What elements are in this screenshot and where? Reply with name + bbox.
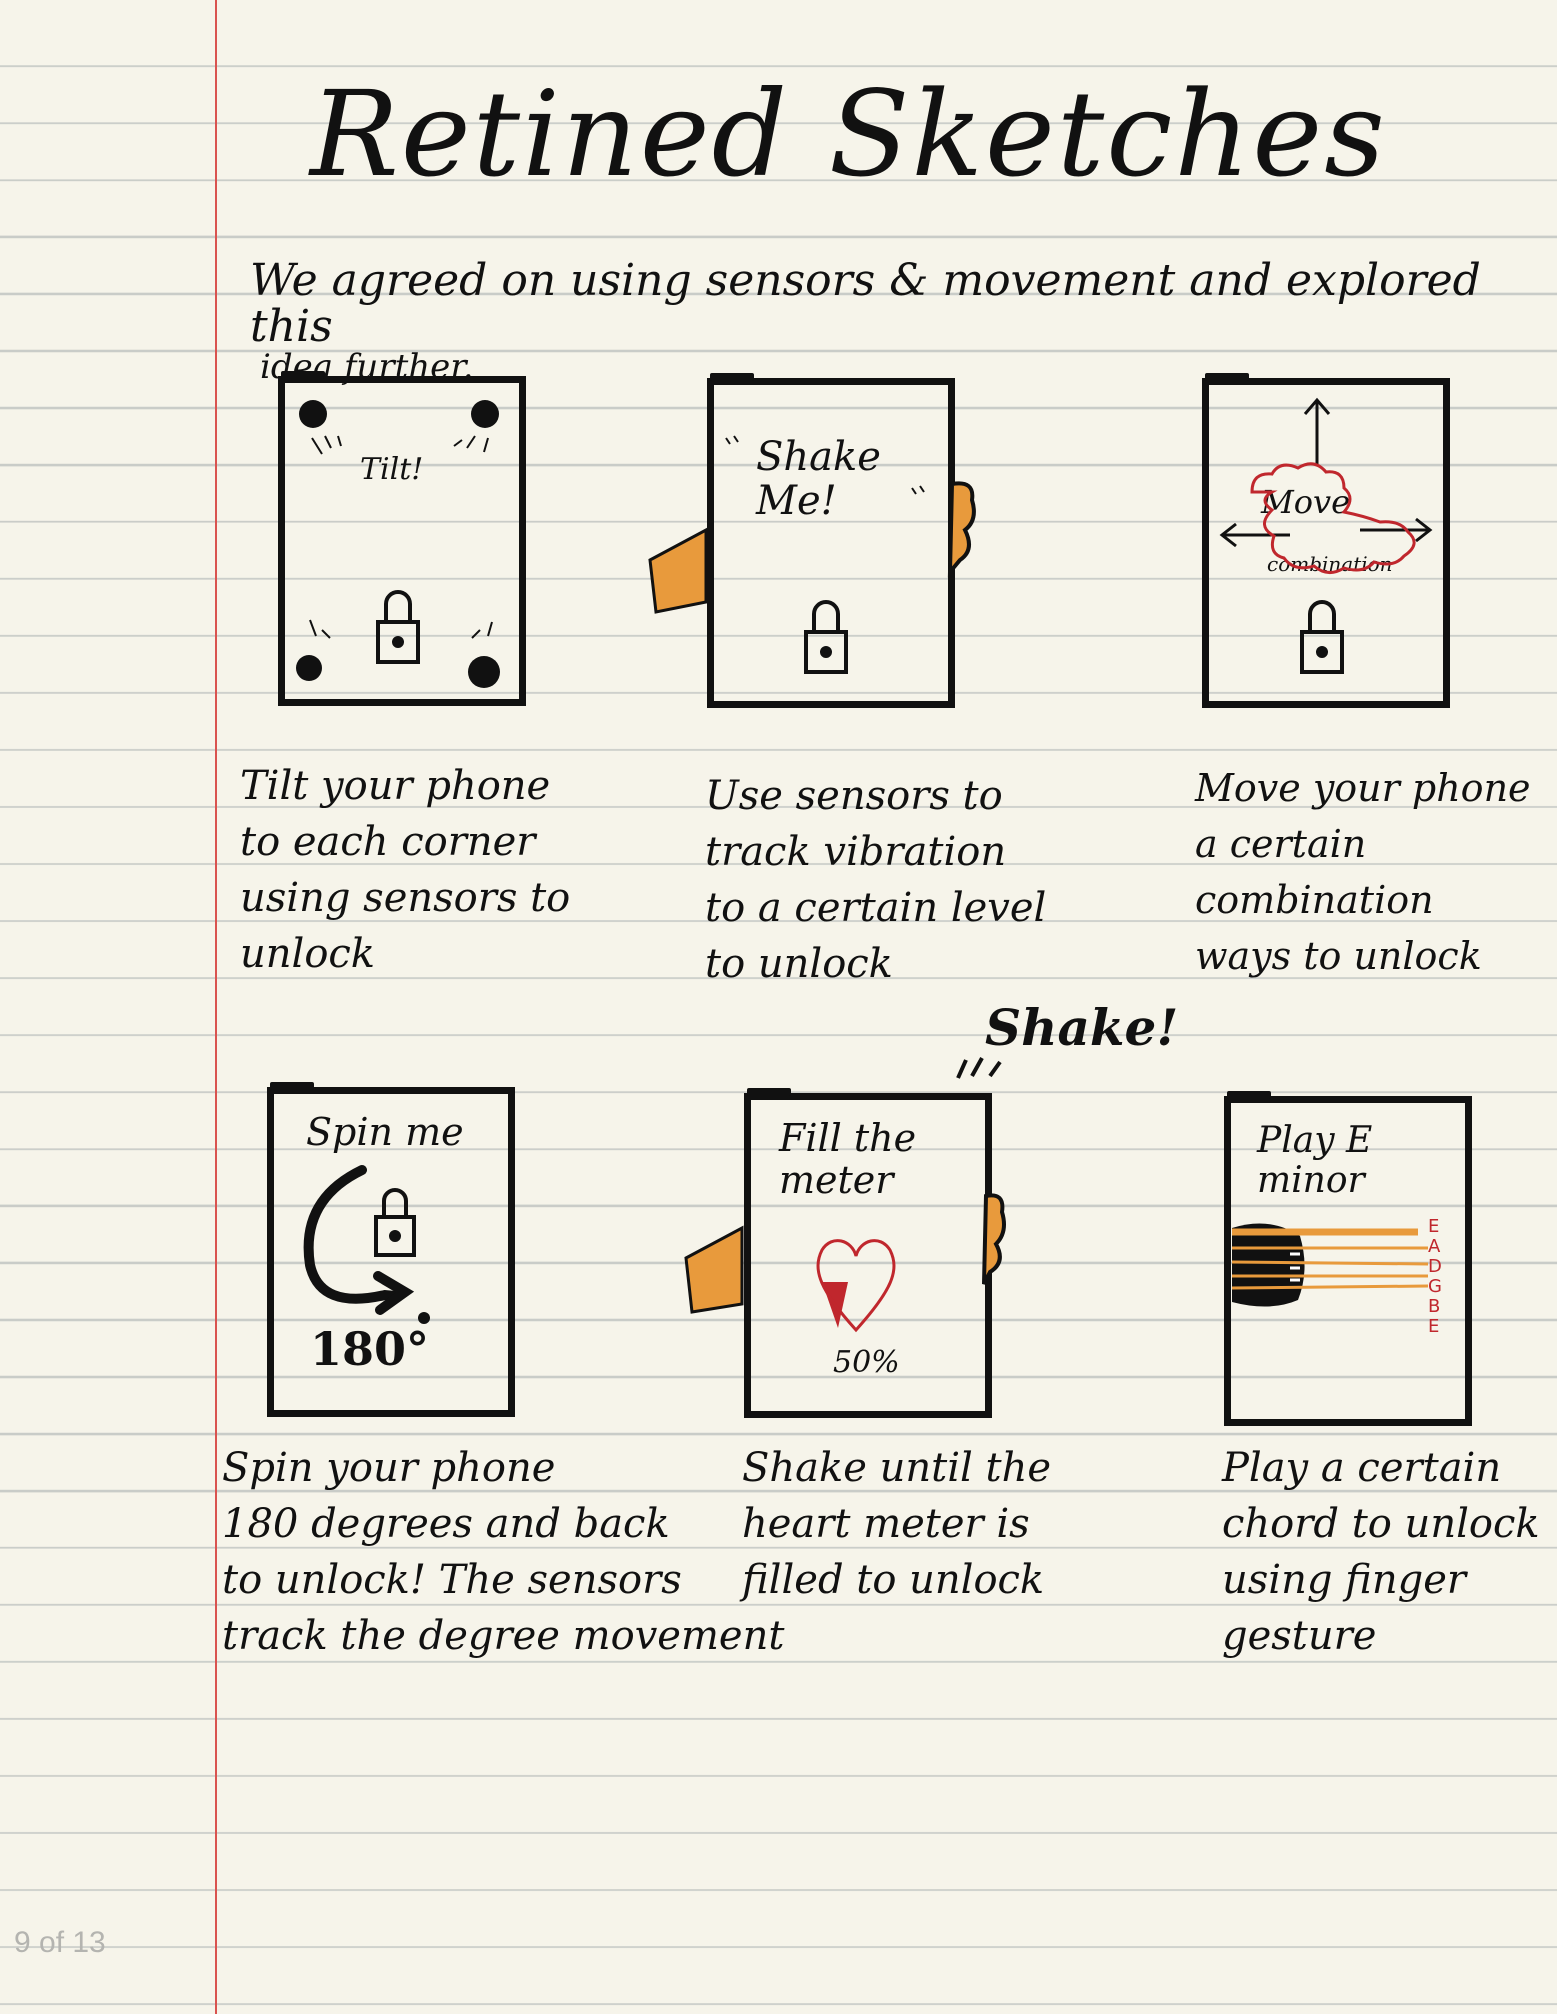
phone-sketch-guitar: Play E minor xyxy=(1224,1091,1472,1426)
heart-meter-icon xyxy=(816,1239,896,1333)
phone-notch xyxy=(281,371,325,379)
meter-percent: 50% xyxy=(833,1345,900,1380)
lock-icon xyxy=(374,1188,416,1257)
phone-sketch-move: Move combination xyxy=(1202,373,1450,708)
hand-right-icon xyxy=(982,1193,1006,1285)
string-label: E xyxy=(1428,1216,1440,1237)
tilt-marks-icon xyxy=(309,435,493,639)
caption-spin: Spin your phone 180 degrees and back to … xyxy=(222,1445,785,1659)
shake-marks-icon xyxy=(725,435,925,495)
string-label: G xyxy=(1428,1276,1442,1297)
string-label: E xyxy=(1428,1316,1440,1337)
move-arrows-icon xyxy=(1219,397,1433,548)
shake-marks-icon xyxy=(956,1057,1002,1079)
spin-arrow-icon xyxy=(303,1165,430,1324)
tilt-screen-text: Tilt! xyxy=(360,452,424,487)
guitar-screen-text: Play E minor xyxy=(1257,1120,1373,1201)
phone-notch xyxy=(270,1082,314,1090)
margin-line xyxy=(215,0,217,2014)
phone-sketch-spin: Spin me 180° xyxy=(267,1082,515,1417)
phone-notch xyxy=(1227,1091,1271,1099)
hand-left-icon xyxy=(684,1225,744,1314)
page-title: Retined Sketches xyxy=(310,65,1387,203)
degree-screen-text: 180° xyxy=(310,1322,430,1376)
intro-line-1: We agreed on using sensors & movement an… xyxy=(250,255,1481,353)
lock-icon xyxy=(1300,600,1344,674)
string-label: B xyxy=(1428,1296,1441,1317)
lock-icon xyxy=(376,590,420,664)
phone-notch xyxy=(747,1088,791,1096)
tilt-dots-icon xyxy=(296,400,500,688)
move-screen-text: Move xyxy=(1261,483,1351,521)
spin-screen-text: Spin me xyxy=(306,1110,464,1154)
combination-cloud-icon xyxy=(1250,462,1416,574)
guitar-icon xyxy=(1231,1223,1429,1307)
caption-shake: Use sensors to track vibration to a cert… xyxy=(705,773,1047,987)
hand-right-icon xyxy=(947,481,976,578)
shake-screen-text: Shake Me! xyxy=(756,434,881,524)
phone-notch xyxy=(1205,373,1249,381)
lock-icon xyxy=(804,600,848,674)
caption-guitar: Play a certain chord to unlock using fin… xyxy=(1222,1445,1540,1659)
hand-left-icon xyxy=(648,527,708,614)
string-label: A xyxy=(1428,1236,1441,1257)
caption-move: Move your phone a certain combination wa… xyxy=(1195,766,1531,978)
caption-tilt: Tilt your phone to each corner using sen… xyxy=(240,763,571,977)
phone-notch xyxy=(710,373,754,381)
shake-exclaim: Shake! xyxy=(985,998,1179,1057)
caption-meter: Shake until the heart meter is filled to… xyxy=(742,1445,1052,1603)
meter-screen-text: Fill the meter xyxy=(779,1116,917,1202)
string-label: D xyxy=(1428,1256,1442,1277)
phone-sketch-tilt: Tilt! xyxy=(278,371,526,706)
page-indicator: 9 of 13 xyxy=(14,1926,106,1959)
